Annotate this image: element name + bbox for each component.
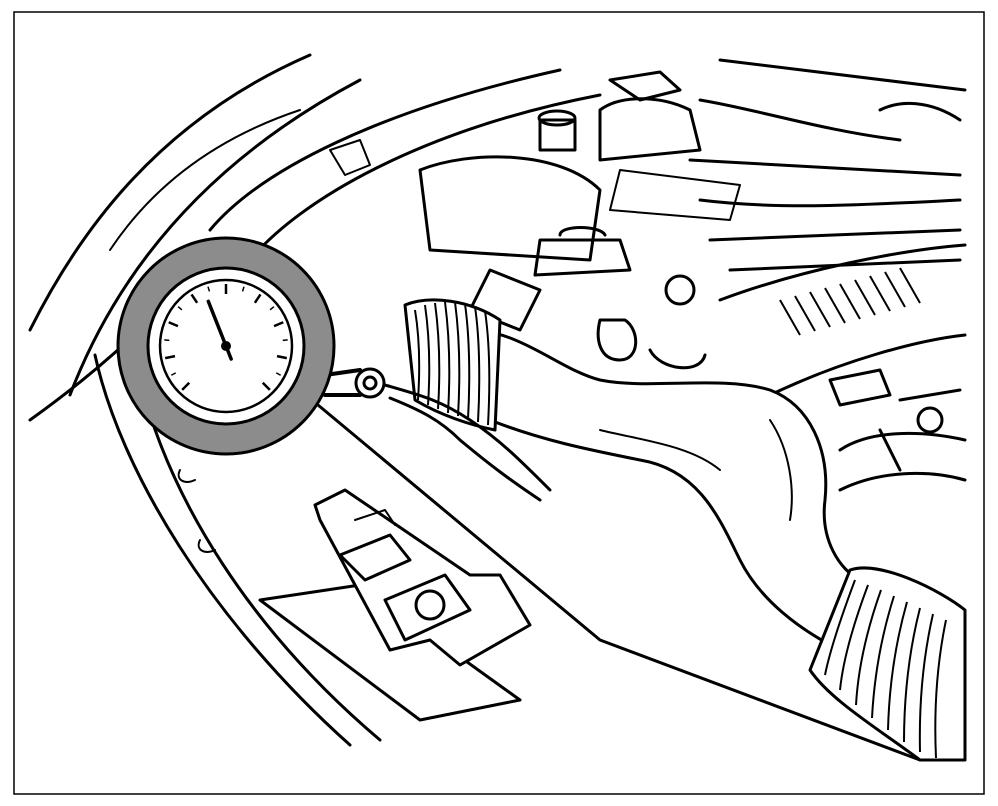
gauge-tick (207, 286, 211, 292)
gauge-tick (253, 293, 262, 304)
gauge-tick (276, 354, 288, 360)
fender-edge (28, 53, 362, 422)
intake-duct (468, 328, 862, 652)
pressure-gauge (116, 236, 336, 456)
gauge-tick (177, 306, 183, 311)
gauge-hose (323, 367, 552, 502)
gauge-scale-ticks (164, 284, 288, 391)
gauge-tick (261, 381, 271, 391)
gauge-tick (269, 306, 275, 311)
intake-plenum (718, 243, 967, 492)
gauge-needle-hub (221, 341, 231, 351)
inner-fender (208, 68, 602, 262)
gauge-tick (190, 293, 199, 304)
engine-components (418, 58, 967, 370)
duct-bellows-lower (808, 566, 967, 762)
gauge-tick (168, 321, 179, 328)
gauge-tick (164, 354, 176, 360)
gauge-tick (170, 372, 177, 376)
gauge-tick (241, 286, 245, 292)
hood-latch-bracket (313, 488, 532, 667)
gauge-tick (273, 321, 284, 328)
gauge-tick (275, 372, 282, 376)
gauge-tick (181, 381, 191, 391)
lower-panel (93, 353, 922, 762)
